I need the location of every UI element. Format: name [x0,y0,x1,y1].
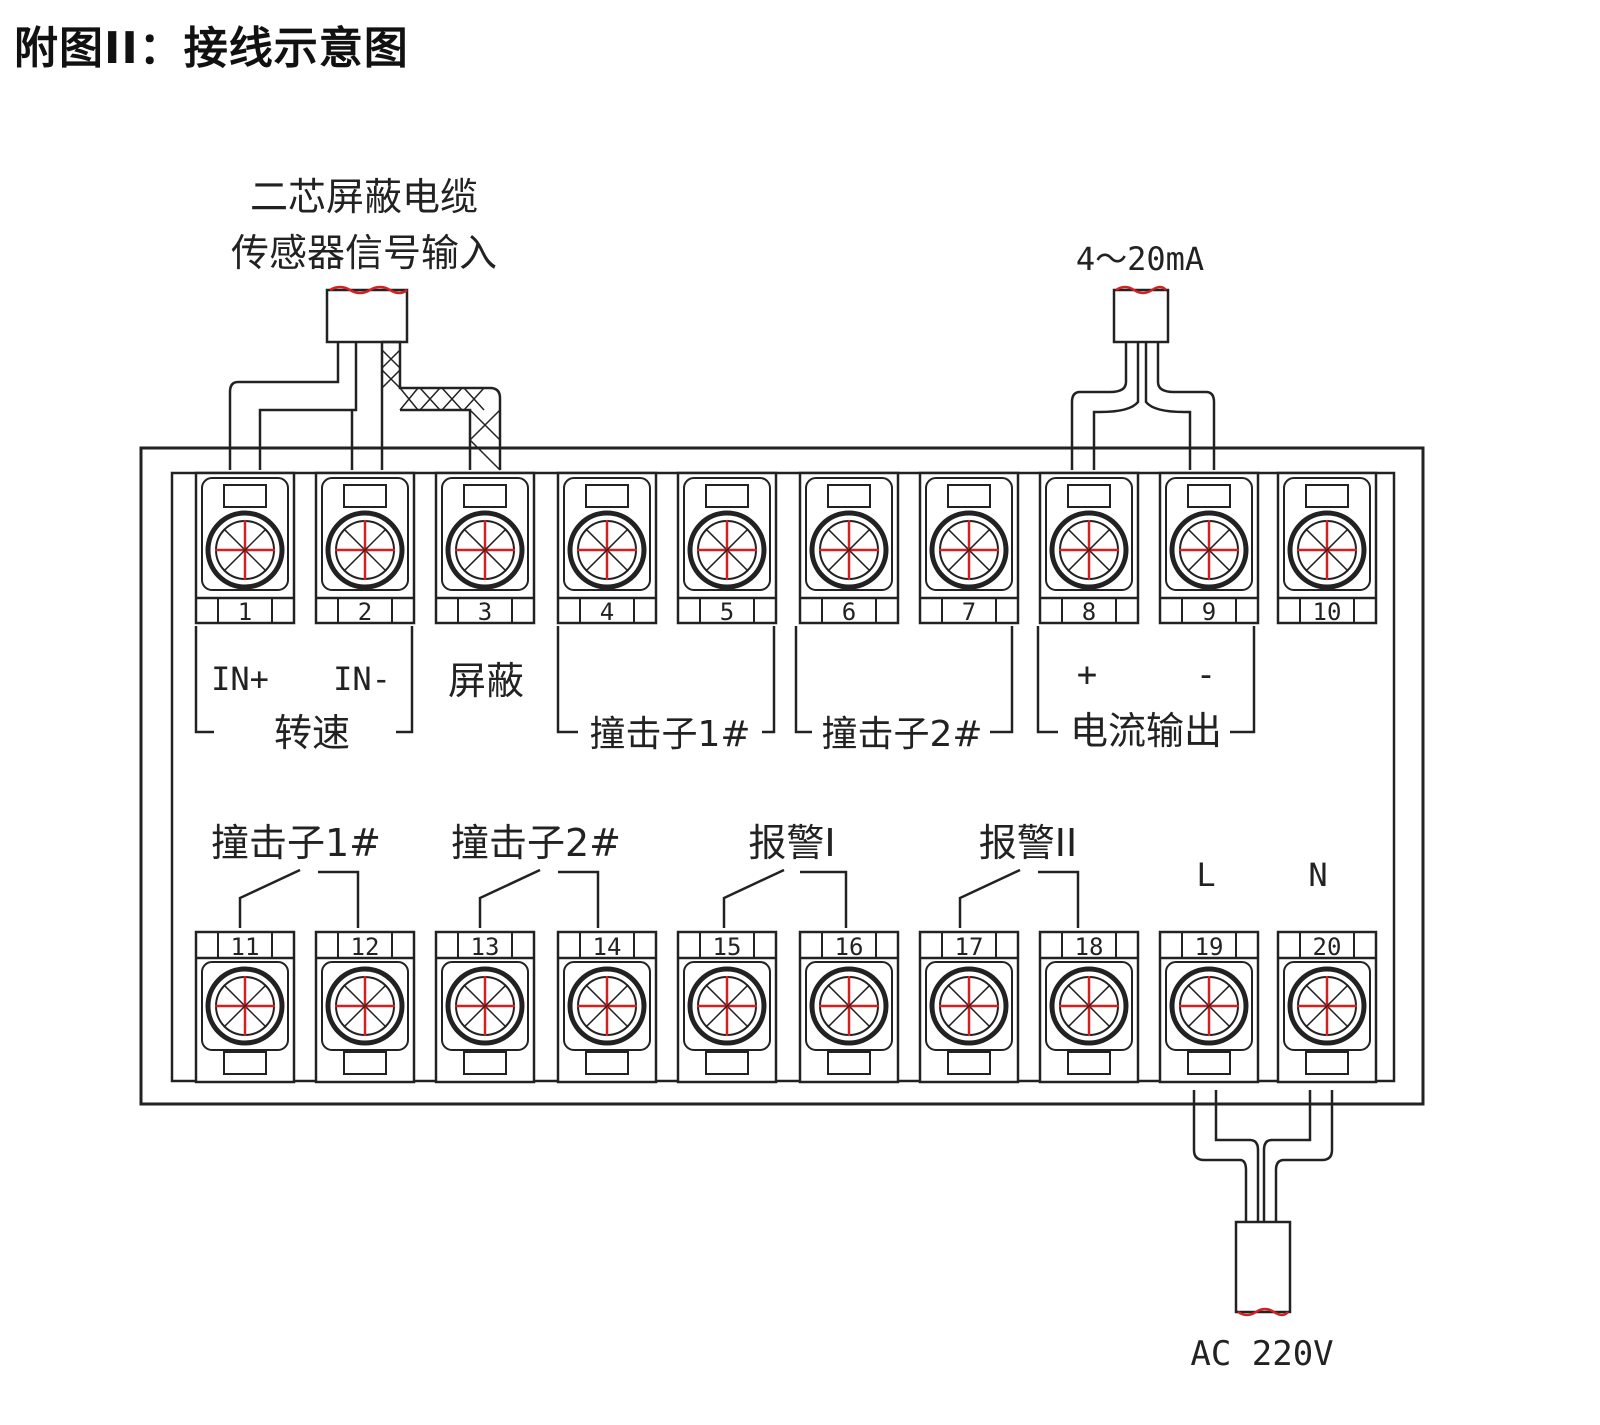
screw-6-icon [809,510,889,590]
screw-10-icon [1287,510,1367,590]
screw-4-icon [567,510,647,590]
power-label: AC 220V [1190,1334,1333,1374]
screw-8-icon [1049,510,1129,590]
terminal-number: 7 [962,598,976,626]
terminal-number: 8 [1082,598,1096,626]
terminal-number: 14 [593,933,622,961]
terminal-6: 6 [798,471,900,626]
neutral-label: N [1308,856,1327,894]
screw-7-icon [929,510,1009,590]
terminal-number: 4 [600,598,614,626]
screw-9-icon [1169,510,1249,590]
cable-label-line2: 传感器信号输入 [231,231,497,275]
screw-13-icon [445,966,525,1046]
terminal-number: 11 [231,933,260,961]
figure-title: 附图II：接线示意图 [14,23,409,74]
terminal-number: 10 [1313,598,1342,626]
terminal-number: 1 [238,598,252,626]
striker2-top-label: 撞击子2# [821,714,982,755]
relay-contact-symbols [238,868,1080,928]
terminal-number: 9 [1202,598,1216,626]
terminal-number: 13 [471,933,500,961]
terminal-20: 20 [1276,930,1378,1084]
screw-14-icon [567,966,647,1046]
screw-17-icon [929,966,1009,1046]
terminal-1: 1 [194,471,296,626]
screw-11-icon [205,966,285,1046]
minus-label: - [1196,655,1216,695]
screw-18-icon [1049,966,1129,1046]
screw-16-icon [809,966,889,1046]
terminal-19: 19 [1158,930,1260,1084]
terminal-number: 17 [955,933,984,961]
screw-12-icon [325,966,405,1046]
terminal-3: 3 [434,471,536,626]
terminal-number: 5 [720,598,734,626]
line-label: L [1196,856,1215,894]
terminal-number: 20 [1313,933,1342,961]
in-minus-label: IN- [333,660,391,698]
in-plus-label: IN+ [211,660,269,698]
terminal-18: 18 [1038,930,1140,1084]
alarm1-label: 报警I [748,821,835,865]
plus-label: + [1077,655,1097,695]
screw-20-icon [1287,966,1367,1046]
cable-label-line1: 二芯屏蔽电缆 [250,175,478,219]
terminal-number: 18 [1075,933,1104,961]
screw-1-icon [205,510,285,590]
terminal-number: 16 [835,933,864,961]
terminal-number: 12 [351,933,380,961]
striker1-bottom-label: 撞击子1# [211,821,381,865]
terminal-17: 17 [918,930,1020,1084]
terminal-number: 19 [1195,933,1224,961]
terminal-16: 16 [798,930,900,1084]
terminal-number: 3 [478,598,492,626]
alarm2-label: 报警II [979,821,1077,865]
screw-15-icon [687,966,767,1046]
top-terminal-row: 1 2 3 4 5 6 7 8 9 10 [194,471,1378,626]
terminal-block-inner [170,471,1396,1083]
terminal-12: 12 [314,930,416,1084]
current-signal-label: 4～20mA [1076,240,1204,278]
screw-5-icon [687,510,767,590]
screw-3-icon [445,510,525,590]
striker2-bottom-label: 撞击子2# [451,821,621,865]
current-output-cable [1070,285,1216,470]
terminal-number: 15 [713,933,742,961]
terminal-4: 4 [556,471,658,626]
current-output-label: 电流输出 [1070,709,1222,753]
terminal-14: 14 [556,930,658,1084]
terminal-8: 8 [1038,471,1140,626]
speed-label: 转速 [274,711,350,755]
terminal-block-housing [139,446,1425,1106]
bottom-terminal-row: 11 12 13 14 15 16 17 18 19 20 [194,930,1378,1084]
screw-2-icon [325,510,405,590]
terminal-9: 9 [1158,471,1260,626]
striker1-top-label: 撞击子1# [589,714,750,755]
terminal-13: 13 [434,930,536,1084]
terminal-5: 5 [676,471,778,626]
terminal-11: 11 [194,930,296,1084]
sensor-cable [228,285,502,471]
power-cable [1192,1090,1334,1317]
terminal-10: 10 [1276,471,1378,626]
shield-label: 屏蔽 [448,659,524,703]
terminal-7: 7 [918,471,1020,626]
terminal-2: 2 [314,471,416,626]
terminal-15: 15 [676,930,778,1084]
terminal-number: 6 [842,598,856,626]
screw-19-icon [1169,966,1249,1046]
terminal-number: 2 [358,598,372,626]
top-group-brackets [194,626,1256,734]
